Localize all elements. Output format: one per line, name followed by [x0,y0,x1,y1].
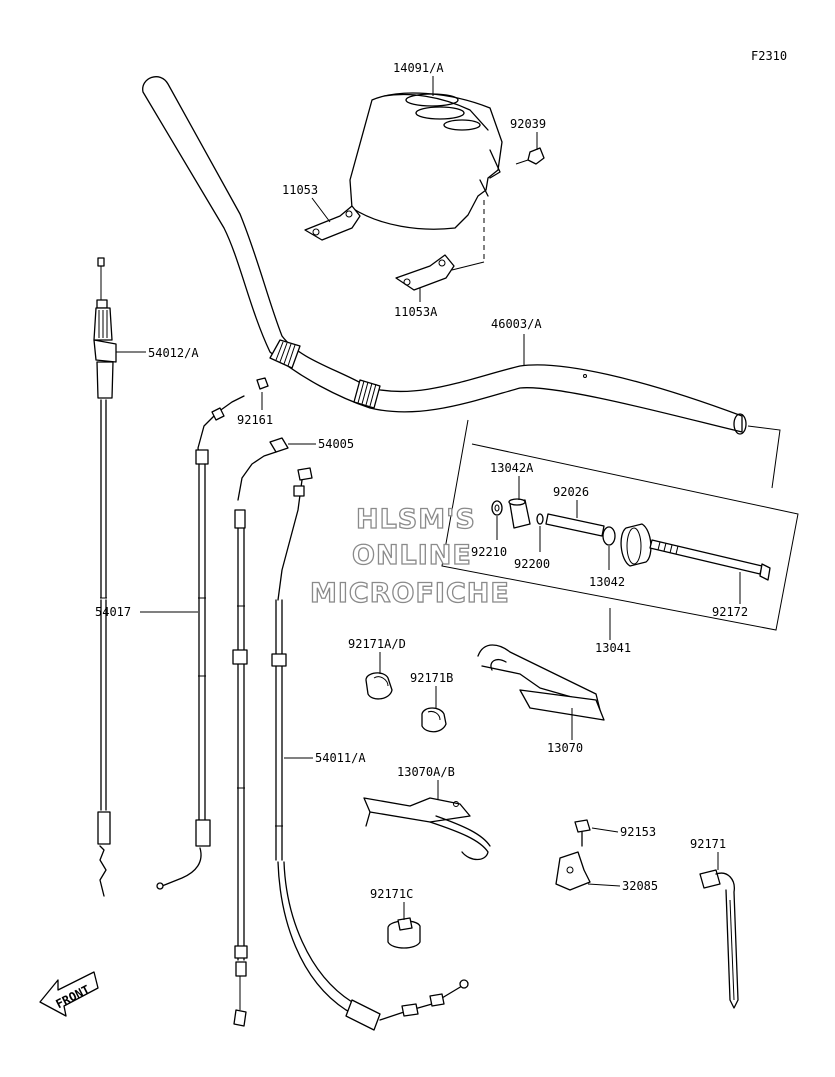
bracket-32085 [555,851,591,891]
clamp-92171AD [365,672,393,700]
svg-text:ONLINE: ONLINE [352,540,472,571]
cable-54011A [271,467,469,1031]
watermark: HLSM'S ONLINE MICROFICHE [309,503,510,609]
part-92161 [256,377,269,390]
label-11053A: 11053A [394,305,438,319]
label-92153: 92153 [620,825,656,839]
label-13042: 13042 [589,575,625,589]
label-92210: 92210 [471,545,507,559]
bar-end-weight [620,523,652,567]
knurl-right [353,379,381,409]
label-13041: 13041 [595,641,631,655]
label-14091A: 14091/A [393,61,444,75]
front-direction-badge: FRONT [39,971,99,1017]
bracket-13070 [477,644,605,721]
label-13070: 13070 [547,741,583,755]
label-92172: 92172 [712,605,748,619]
label-54017: 54017 [95,605,131,619]
part-92210 [491,500,503,516]
label-92026: 92026 [553,485,589,499]
label-11053: 11053 [282,183,318,197]
label-92171B: 92171B [410,671,453,685]
svg-text:MICROFICHE: MICROFICHE [310,578,510,609]
label-92171AD: 92171A/D [348,637,406,651]
label-54005: 54005 [318,437,354,451]
cable-54017 [156,395,245,890]
knurl-left [269,339,301,369]
label-92161: 92161 [237,413,273,427]
label-92171C: 92171C [370,887,413,901]
label-13042A: 13042A [490,461,534,475]
clamp-92171B [421,707,447,733]
label-92039: 92039 [510,117,546,131]
bracket-11053 [304,205,361,241]
bolt-92153 [574,819,591,847]
screw-92039 [515,147,545,165]
label-13070AB: 13070A/B [397,765,455,779]
label-54011A: 54011/A [315,751,366,765]
label-92171: 92171 [690,837,726,851]
label-46003A: 46003/A [491,317,542,331]
tie-92171 [699,869,739,1009]
clamp-92171C [387,917,421,949]
bolt-92172 [649,539,771,581]
part-92200 [536,513,544,525]
label-32085: 32085 [622,879,658,893]
part-13042 [602,526,616,546]
bracket-11053A [395,254,455,291]
part-13042A [508,498,531,529]
part-92026 [545,513,605,537]
label-54012A: 54012/A [148,346,199,360]
handlebar-cover [349,92,503,230]
svg-text:HLSM'S: HLSM'S [356,504,476,535]
cable-54005 [232,437,289,1027]
bracket-13070AB [363,797,491,861]
label-92200: 92200 [514,557,550,571]
figure-code: F2310 [751,49,787,63]
bar-end-assembly-frame [441,419,799,631]
cable-54012A [93,257,117,897]
handlebar [142,76,747,435]
